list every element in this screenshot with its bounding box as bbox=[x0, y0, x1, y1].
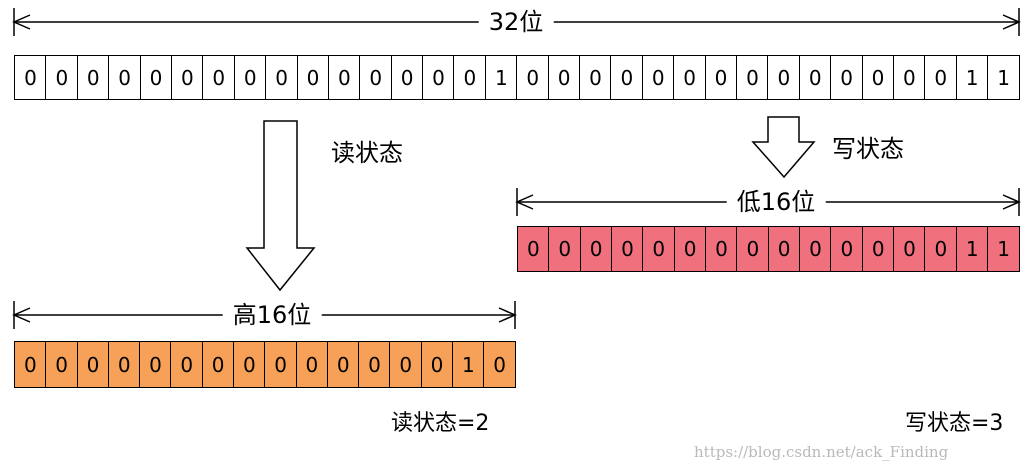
bits32-bit-cell: 0 bbox=[610, 55, 644, 100]
read-result: 读状态=2 bbox=[391, 411, 490, 436]
bits32-bit-cell: 0 bbox=[547, 55, 581, 100]
high16-bit-cell: 0 bbox=[232, 341, 266, 388]
high16-bit-cell: 0 bbox=[76, 341, 110, 388]
high16-bit-cell: 0 bbox=[358, 341, 391, 388]
watermark: https://blog.csdn.net/ack_Finding bbox=[694, 443, 949, 461]
high16-bit-cell: 0 bbox=[420, 341, 454, 388]
low16-bit-cell: 0 bbox=[799, 226, 832, 272]
write-down-arrow bbox=[751, 116, 816, 179]
low16-bit-cell: 0 bbox=[548, 226, 582, 272]
bits32-bit-cell: 0 bbox=[139, 55, 173, 100]
high16-bit-cell: 0 bbox=[107, 341, 141, 388]
high16-bit-cell: 0 bbox=[326, 341, 360, 388]
bits32-bit-cell: 0 bbox=[735, 55, 769, 100]
bits32-bit-cell: 0 bbox=[516, 55, 550, 100]
bits32-bit-cell: 0 bbox=[830, 55, 864, 100]
bits32-bit-cell: 0 bbox=[76, 55, 110, 100]
high16-bit-cell: 0 bbox=[45, 341, 79, 388]
bits32-bit-cell: 1 bbox=[484, 55, 518, 100]
span-32-left-head bbox=[12, 14, 31, 30]
bits32-bit-cell: 0 bbox=[453, 55, 487, 100]
low16-bit-cell: 0 bbox=[642, 226, 676, 272]
low16-bit-cell: 0 bbox=[893, 226, 926, 272]
bits32-bit-cell: 0 bbox=[170, 55, 204, 100]
high16-bit-cell: 0 bbox=[139, 341, 172, 388]
high16-bit-cell: 1 bbox=[451, 341, 485, 388]
low16-bit-cell: 0 bbox=[705, 226, 738, 272]
low16-bit-cell: 0 bbox=[767, 226, 801, 272]
low16-bit-cell: 1 bbox=[987, 226, 1020, 272]
low16-bit-cell: 0 bbox=[861, 226, 895, 272]
low16-bit-cell: 0 bbox=[611, 226, 644, 272]
high16-bit-cell: 0 bbox=[264, 341, 298, 388]
span-32-right-head bbox=[1002, 14, 1021, 30]
low16-bit-cell: 0 bbox=[517, 226, 550, 272]
high16-bit-cell: 0 bbox=[170, 341, 204, 388]
bits32-bit-cell: 0 bbox=[704, 55, 738, 100]
bits32-bit-cell: 1 bbox=[955, 55, 989, 100]
bits32-bit-cell: 0 bbox=[767, 55, 801, 100]
low16-bit-cell: 0 bbox=[830, 226, 864, 272]
bits32-bit-cell: 0 bbox=[579, 55, 612, 100]
span-32-label: 32位 bbox=[478, 10, 554, 34]
bits32-bit-cell: 0 bbox=[673, 55, 707, 100]
low16-bit-cell: 0 bbox=[736, 226, 770, 272]
bits32-bit-cell: 0 bbox=[233, 55, 267, 100]
bits32-bit-cell: 0 bbox=[296, 55, 330, 100]
bits32-bit-cell: 0 bbox=[327, 55, 361, 100]
high16-bit-cell: 0 bbox=[201, 341, 235, 388]
high16-bit-cell: 0 bbox=[389, 341, 423, 388]
write-arrow-label: 写状态 bbox=[832, 135, 904, 163]
read-down-arrow bbox=[245, 120, 316, 292]
bits32-bit-cell: 0 bbox=[45, 55, 79, 100]
high16-bit-cell: 0 bbox=[295, 341, 329, 388]
high16-bit-cell: 0 bbox=[483, 341, 516, 388]
write-result: 写状态=3 bbox=[905, 411, 1004, 436]
bits32-bit-cell: 0 bbox=[390, 55, 424, 100]
bits32-bit-cell: 0 bbox=[641, 55, 675, 100]
read-arrow-label: 读状态 bbox=[331, 139, 403, 167]
bits32-bit-cell: 0 bbox=[359, 55, 393, 100]
bits32-bit-cell: 0 bbox=[892, 55, 926, 100]
bits32-bit-cell: 0 bbox=[14, 55, 47, 100]
bits32-bit-cell: 0 bbox=[265, 55, 299, 100]
low16-bit-cell: 1 bbox=[955, 226, 989, 272]
bits32-bit-cell: 1 bbox=[987, 55, 1020, 100]
bits32-bit-cell: 0 bbox=[924, 55, 958, 100]
span-low16-label: 低16位 bbox=[726, 190, 826, 214]
low16-bit-cell: 0 bbox=[673, 226, 707, 272]
bits32-bit-cell: 0 bbox=[202, 55, 236, 100]
low16-bit-cell: 0 bbox=[924, 226, 958, 272]
bits32-bit-cell: 0 bbox=[798, 55, 832, 100]
bits32-bit-cell: 0 bbox=[108, 55, 142, 100]
span-high16-label: 高16位 bbox=[222, 303, 322, 327]
low16-bit-cell: 0 bbox=[579, 226, 613, 272]
bits32-bit-cell: 0 bbox=[861, 55, 895, 100]
bits32-bit-cell: 0 bbox=[422, 55, 455, 100]
high16-bit-cell: 0 bbox=[14, 341, 47, 388]
